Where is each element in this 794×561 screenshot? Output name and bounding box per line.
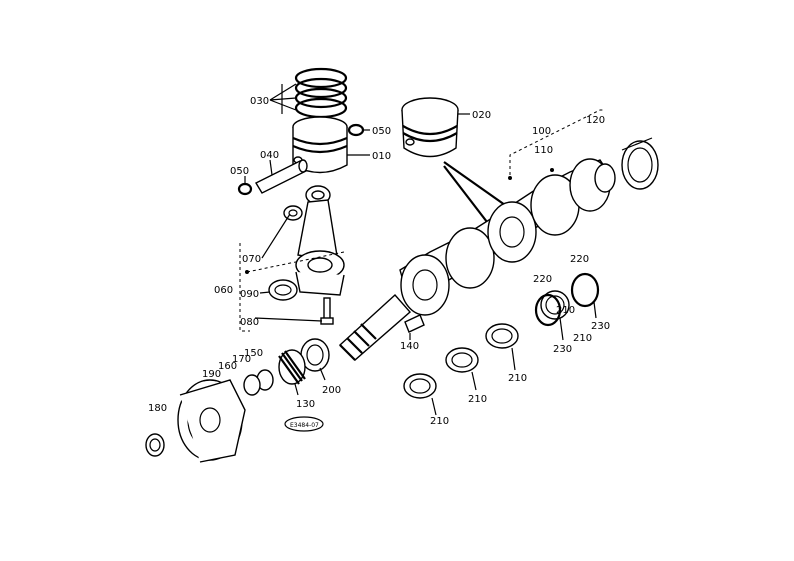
thrust-washers (534, 272, 600, 327)
label-210a: 210 (430, 416, 449, 427)
label-120: 120 (586, 115, 605, 126)
piston-rings (294, 67, 348, 119)
label-090: 090 (240, 289, 259, 300)
leader-210b (471, 371, 477, 391)
small-end-bushing (283, 205, 303, 221)
leader-230b (593, 301, 597, 319)
piston-right (401, 97, 459, 158)
flywheel-housing-190 (177, 379, 246, 463)
bearing-210-c (485, 323, 519, 349)
leader-210c (511, 347, 516, 371)
label-020: 020 (472, 110, 491, 121)
label-230b: 230 (591, 321, 610, 332)
label-130: 130 (296, 399, 315, 410)
bearing-210-d (540, 290, 570, 320)
leader-080 (254, 317, 323, 322)
leader-090 (259, 291, 271, 294)
big-end-bearing (268, 279, 298, 301)
rod-bolt (320, 297, 334, 325)
piston-pin (255, 159, 308, 194)
stamp-text: E3484-07 (290, 422, 319, 429)
leader-130 (294, 383, 299, 396)
label-210c: 210 (508, 373, 527, 384)
leader-230a (559, 317, 564, 341)
label-010: 010 (372, 151, 391, 162)
label-210b: 210 (468, 394, 487, 405)
circlip-right (347, 123, 365, 137)
ref-dot-110 (550, 168, 554, 172)
label-220b: 220 (570, 254, 589, 265)
label-080: 080 (240, 317, 259, 328)
label-170: 170 (232, 354, 251, 365)
label-210d: 210 (573, 333, 592, 344)
dash-070-link (246, 251, 345, 273)
ref-dot-100 (508, 176, 512, 180)
piston-left (292, 116, 348, 174)
label-050b: 050 (372, 126, 391, 137)
label-220a: 220 (533, 274, 552, 285)
bearing-180 (145, 433, 165, 457)
label-110: 110 (534, 145, 553, 156)
bearing-210-b (445, 347, 479, 373)
leader-210a (431, 397, 437, 416)
leader-070 (261, 213, 291, 259)
label-180: 180 (148, 403, 167, 414)
crankshaft (399, 158, 616, 316)
key-140 (404, 314, 425, 333)
label-040: 040 (260, 150, 279, 161)
label-030: 030 (250, 96, 269, 107)
label-100: 100 (532, 126, 551, 137)
stamp-oval (284, 416, 324, 432)
label-210e: 210 (556, 305, 575, 316)
leader-030a (269, 83, 297, 101)
label-070: 070 (242, 254, 261, 265)
leader-030c (269, 99, 297, 111)
washer-150-170 (243, 369, 274, 396)
crank-nose (338, 294, 411, 361)
label-140: 140 (400, 341, 419, 352)
leader-040 (269, 159, 273, 176)
circlip-left (237, 182, 253, 196)
bearing-210-a (403, 373, 437, 399)
label-200: 200 (322, 385, 341, 396)
piston-rod-line-a (443, 161, 506, 206)
leader-200 (319, 367, 326, 381)
seal-120 (621, 137, 659, 190)
gear-130 (278, 349, 306, 385)
label-230a: 230 (553, 344, 572, 355)
label-060: 060 (214, 285, 233, 296)
label-160: 160 (218, 361, 237, 372)
label-150: 150 (244, 348, 263, 359)
label-050a: 050 (230, 166, 249, 177)
connecting-rod (295, 185, 345, 296)
label-190: 190 (202, 369, 221, 380)
leader-030b (269, 97, 297, 101)
